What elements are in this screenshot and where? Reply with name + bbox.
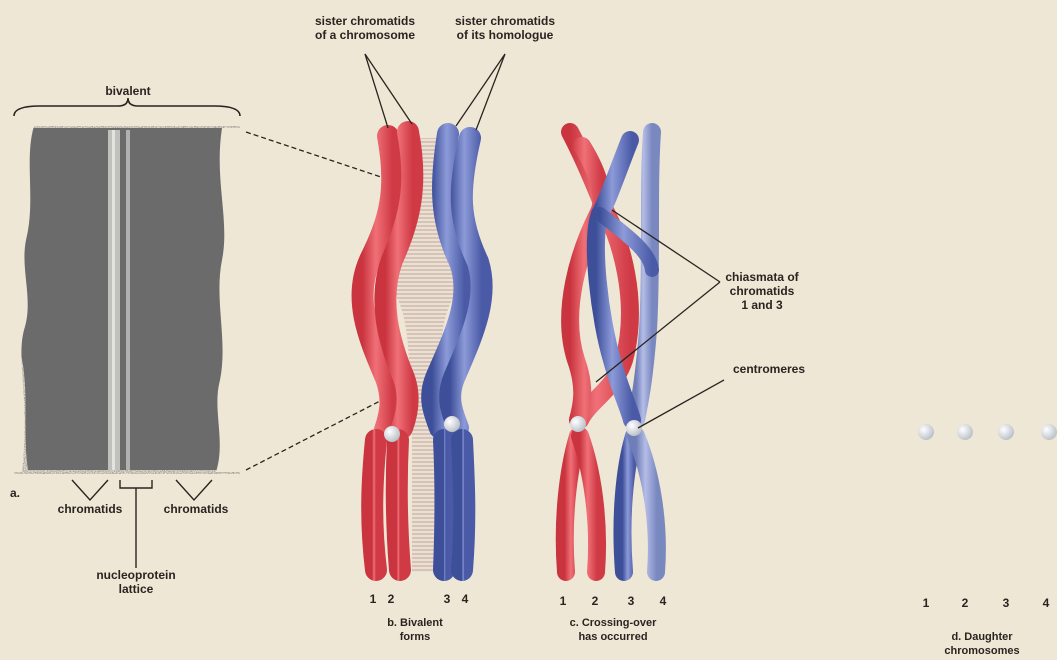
number-b-4: 4	[458, 592, 472, 606]
number-d-1: 1	[919, 596, 933, 610]
nucleoprotein-lattice-label: nucleoprotein lattice	[90, 568, 182, 596]
caption-d: d. Daughter chromosomes	[922, 630, 1042, 658]
bivalent-label: bivalent	[96, 84, 160, 98]
number-d-4: 4	[1039, 596, 1053, 610]
bivalent-panel	[362, 132, 481, 572]
number-c-2: 2	[588, 594, 602, 608]
bivalent-brace	[14, 98, 240, 116]
chromatids-right-bracket	[176, 480, 212, 500]
sister-pointer-lines	[365, 54, 505, 130]
panel-a-label: a.	[10, 486, 26, 500]
centromeres-label: centromeres	[724, 362, 814, 376]
number-c-4: 4	[656, 594, 670, 608]
sister-chromatids-homologue-label: sister chromatids of its homologue	[440, 14, 570, 42]
chromatids-right-label: chromatids	[156, 502, 236, 516]
chromatids-left-label: chromatids	[50, 502, 130, 516]
caption-b: b. Bivalent forms	[370, 616, 460, 644]
number-b-3: 3	[440, 592, 454, 606]
centromere-c-right	[626, 420, 642, 436]
lattice-bracket	[120, 480, 152, 568]
number-c-3: 3	[624, 594, 638, 608]
chiasmata-label: chiasmata of chromatids 1 and 3	[714, 270, 810, 312]
sister-chromatids-chromosome-label: sister chromatids of a chromosome	[290, 14, 440, 42]
number-d-3: 3	[999, 596, 1013, 610]
daughter-chromosomes-panel	[918, 130, 1057, 584]
number-b-2: 2	[384, 592, 398, 606]
chromatids-left-bracket	[72, 480, 108, 500]
caption-c: c. Crossing-over has occurred	[548, 616, 678, 644]
micrograph-panel	[14, 126, 240, 474]
crossing-over-panel	[565, 132, 657, 572]
number-c-1: 1	[556, 594, 570, 608]
number-d-2: 2	[958, 596, 972, 610]
number-b-1: 1	[366, 592, 380, 606]
centromere-b-right	[444, 416, 460, 432]
centromere-c-left	[570, 416, 586, 432]
centromere-b-left	[384, 426, 400, 442]
